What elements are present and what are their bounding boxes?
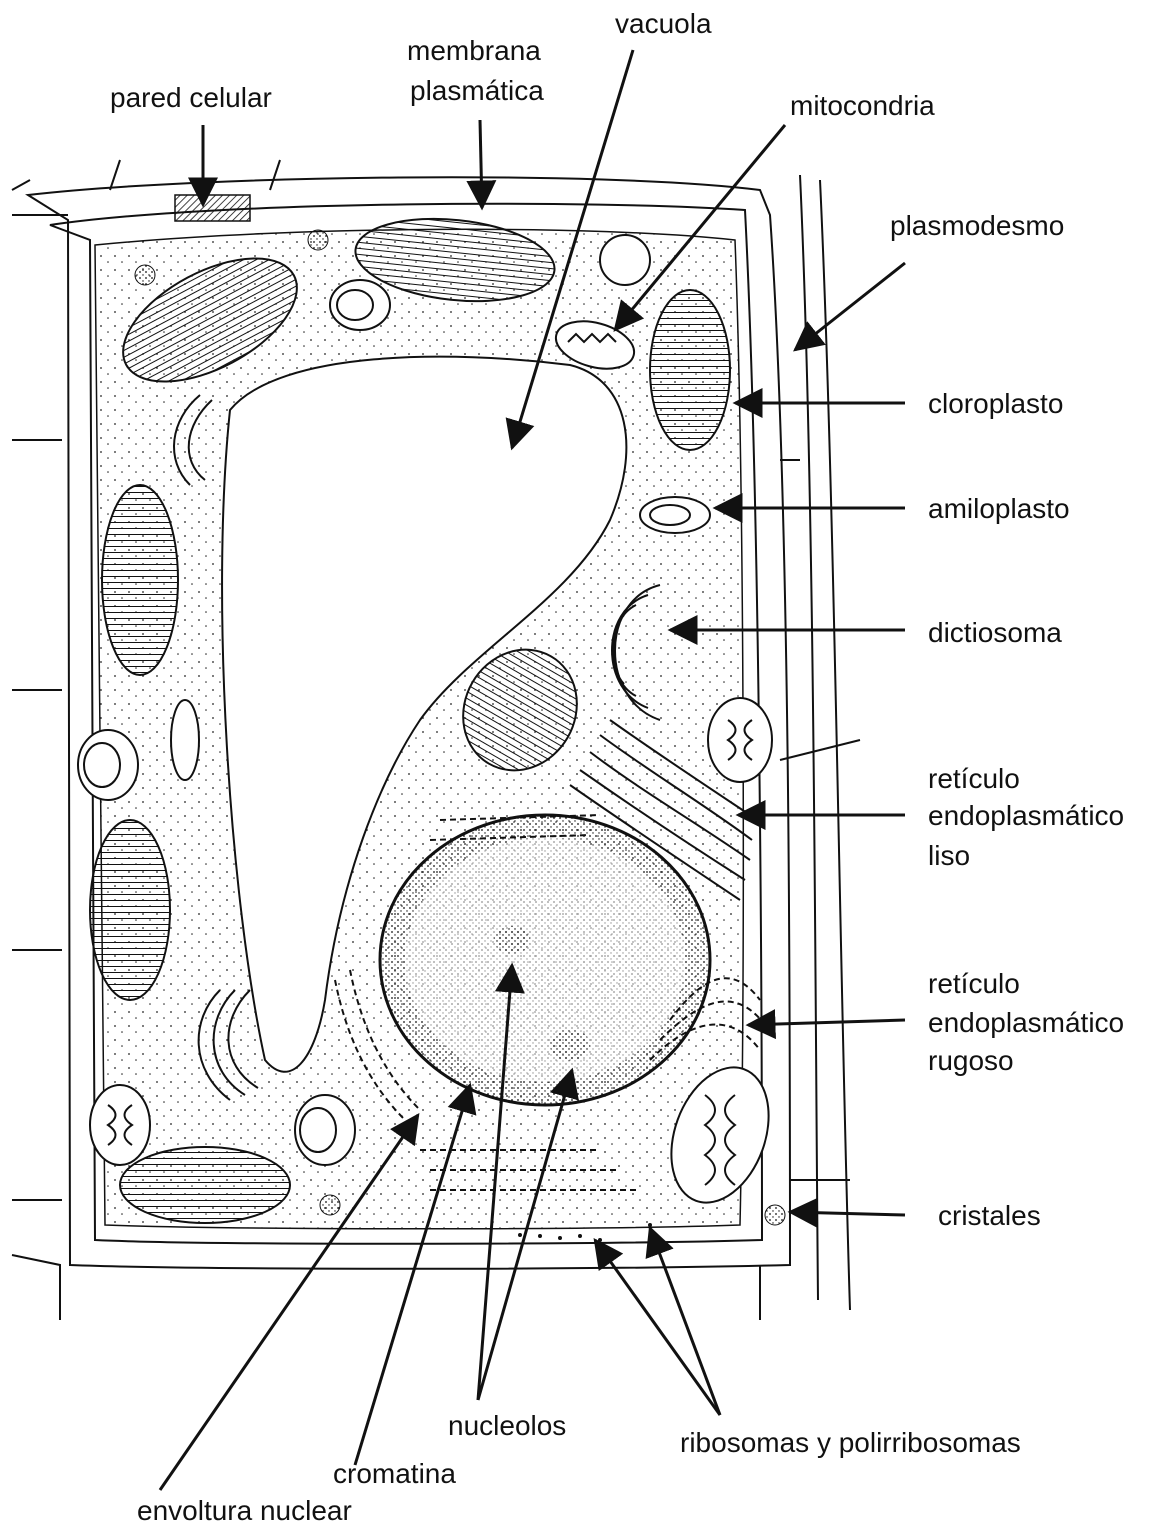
nucleolus (550, 1029, 590, 1061)
label-membrana-line2: plasmática (410, 75, 544, 106)
arrow-plasmodesmo (795, 263, 905, 350)
arrow-membrana (480, 120, 482, 208)
label-rer-line2: endoplasmático (928, 1007, 1124, 1038)
label-envoltura: envoltura nuclear (137, 1495, 352, 1526)
label-ribosomas: ribosomas y polirribosomas (680, 1427, 1021, 1458)
label-cromatina: cromatina (333, 1458, 456, 1489)
label-dictiosoma: dictiosoma (928, 617, 1062, 648)
label-membrana-line1: membrana (407, 35, 541, 66)
label-nucleolos: nucleolos (448, 1410, 566, 1441)
wall-hatch (175, 195, 250, 221)
nucleus (380, 815, 710, 1105)
arrow-cristales (790, 1212, 905, 1215)
label-cloroplasto: cloroplasto (928, 388, 1063, 419)
label-rer-line3: rugoso (928, 1045, 1014, 1076)
nucleolus (494, 926, 530, 954)
label-vacuola: vacuola (615, 8, 712, 39)
arrow-rer (748, 1020, 905, 1025)
label-plasmodesmo: plasmodesmo (890, 210, 1064, 241)
label-rel-line2: endoplasmático (928, 800, 1124, 831)
label-rel-line1: retículo (928, 763, 1020, 794)
arrow-ribosomas-2 (650, 1228, 720, 1415)
label-mitocondria: mitocondria (790, 90, 935, 121)
label-amiloplasto: amiloplasto (928, 493, 1070, 524)
label-rer-line1: retículo (928, 968, 1020, 999)
label-pared-celular: pared celular (110, 82, 272, 113)
label-rel-line3: liso (928, 840, 970, 871)
label-cristales: cristales (938, 1200, 1041, 1231)
